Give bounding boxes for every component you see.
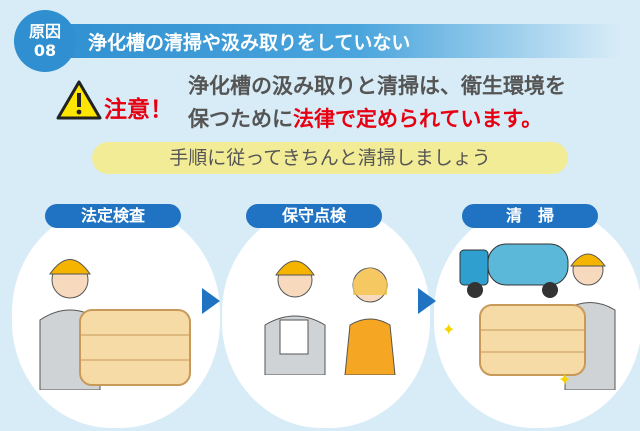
vacuum-truck-cleaning-illustration: ✦✦ bbox=[442, 243, 616, 390]
inspector-and-customer-illustration bbox=[264, 260, 396, 375]
title-bar bbox=[40, 24, 620, 58]
sparkle-icon: ✦ bbox=[442, 320, 455, 339]
step-label-legal-inspection: 法定検査 bbox=[45, 204, 181, 228]
inspector-with-tank-illustration bbox=[39, 259, 191, 390]
warning-message: 浄化槽の汲み取りと清掃は、衛生環境を保つために法律で定められています。 bbox=[188, 70, 566, 136]
caution-label: 注意！ bbox=[104, 97, 173, 123]
badge-number: 08 bbox=[33, 41, 57, 60]
message-emphasis: 法律で定められています。 bbox=[293, 107, 543, 131]
arrow-right-icon bbox=[202, 288, 220, 314]
step-label-cleaning: 清 掃 bbox=[462, 204, 598, 228]
step-label-maintenance: 保守点検 bbox=[246, 204, 382, 228]
step-panel-maintenance bbox=[228, 212, 424, 422]
sparkle-icon: ✦ bbox=[558, 370, 571, 389]
message-line2: 保つために bbox=[188, 107, 293, 131]
warning-icon bbox=[56, 80, 102, 120]
page-title: 浄化槽の清掃や汲み取りをしていない bbox=[88, 32, 411, 54]
procedure-callout: 手順に従ってきちんと清掃しましょう bbox=[92, 142, 568, 174]
badge-label: 原因 bbox=[28, 22, 61, 41]
arrow-right-icon bbox=[418, 288, 436, 314]
message-line1: 浄化槽の汲み取りと清掃は、衛生環境を bbox=[188, 74, 566, 98]
